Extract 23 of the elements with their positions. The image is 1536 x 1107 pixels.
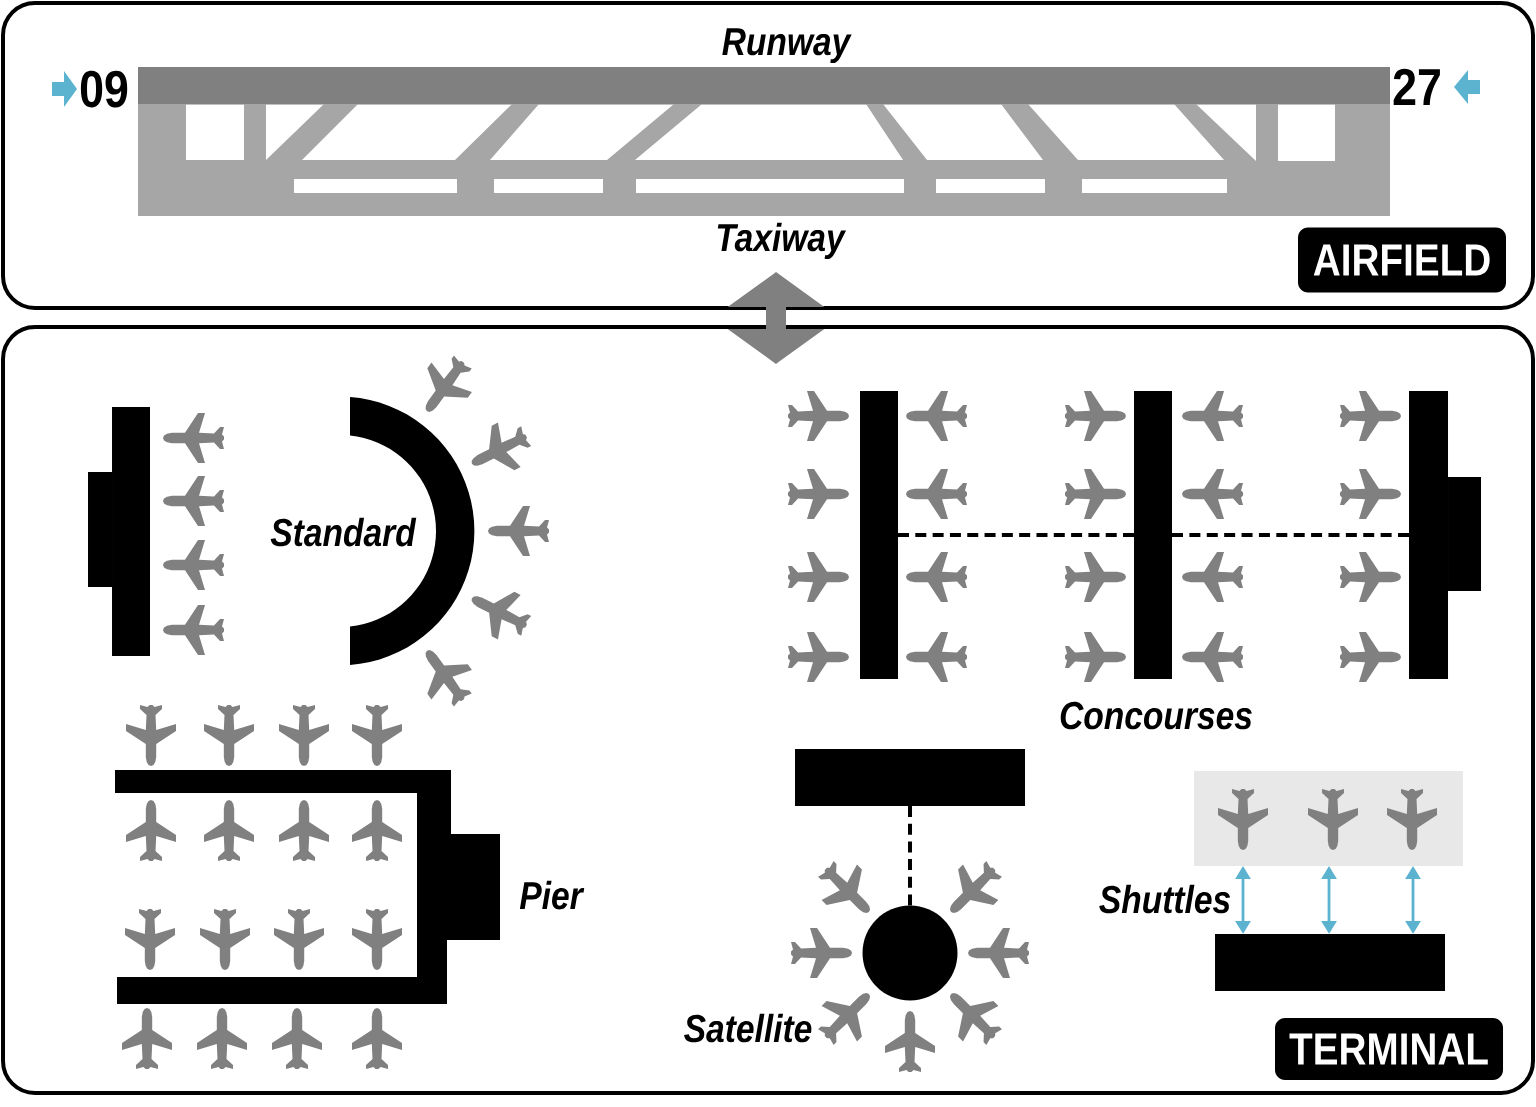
building-bar (795, 749, 1025, 806)
label: Shuttles (1099, 884, 1231, 914)
panel (1, 325, 1535, 1095)
label: Satellite (684, 1013, 812, 1043)
dashed-line (898, 533, 1134, 537)
runway-number: 27 (1393, 68, 1440, 105)
building-bar (1134, 391, 1172, 679)
building-bar (860, 391, 898, 679)
panel (1, 1, 1535, 310)
label: Pier (519, 880, 585, 910)
dashed-line (908, 806, 912, 906)
building-bar (88, 407, 150, 656)
round-building (862, 905, 958, 1001)
building-bar (1215, 934, 1445, 991)
label: Concourses (1060, 701, 1252, 730)
building-bar (1409, 391, 1481, 679)
label: Standard (270, 517, 417, 547)
label: Runway (722, 28, 852, 64)
panel-badge: TERMINAL (1275, 1018, 1503, 1080)
panel-badge: AIRFIELD (1298, 227, 1506, 293)
runway-number: 09 (80, 70, 128, 108)
dashed-line (1172, 533, 1409, 537)
label: Taxiway (717, 222, 847, 260)
